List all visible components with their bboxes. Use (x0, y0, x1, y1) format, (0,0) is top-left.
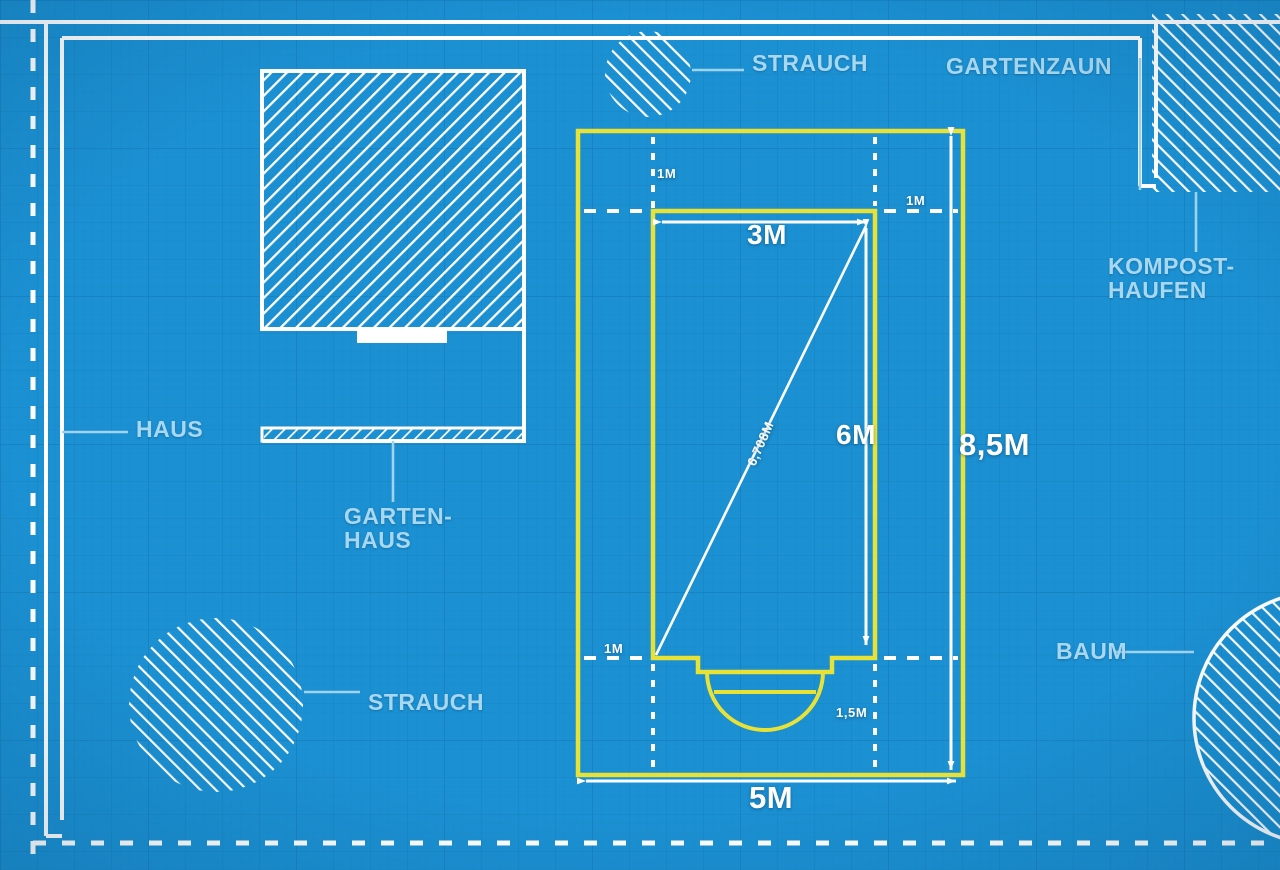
dim-plot-width: 5M (749, 780, 794, 815)
dim-gap-bottom: 1M (604, 641, 624, 656)
pool-basin (650, 208, 878, 675)
dim-gap-top-left: 1M (657, 166, 677, 181)
dim-step-depth: 1,5M (836, 705, 868, 720)
leader-lines (62, 58, 1198, 694)
haus-building (260, 69, 526, 331)
gartenzaun-fence (0, 20, 1280, 838)
pool-steps (705, 671, 825, 732)
baum-krone (1192, 592, 1280, 844)
grundstuecksgrenze-dashed (30, 0, 1280, 862)
dim-plot-height: 8,5M (959, 427, 1030, 462)
dim-gap-top-right: 1M (906, 193, 926, 208)
dim-pool-width: 3M (747, 219, 787, 250)
dim-diagonal: 6,708M (744, 419, 777, 469)
strauch-unten (129, 618, 303, 792)
strauch-oben (605, 31, 691, 117)
dim-pool-length: 6M (836, 419, 876, 450)
pool-surround (575, 128, 966, 778)
terrassen-tuer (357, 330, 447, 343)
kompost-haufen-area (1152, 14, 1280, 192)
dimension-lines (577, 127, 958, 785)
